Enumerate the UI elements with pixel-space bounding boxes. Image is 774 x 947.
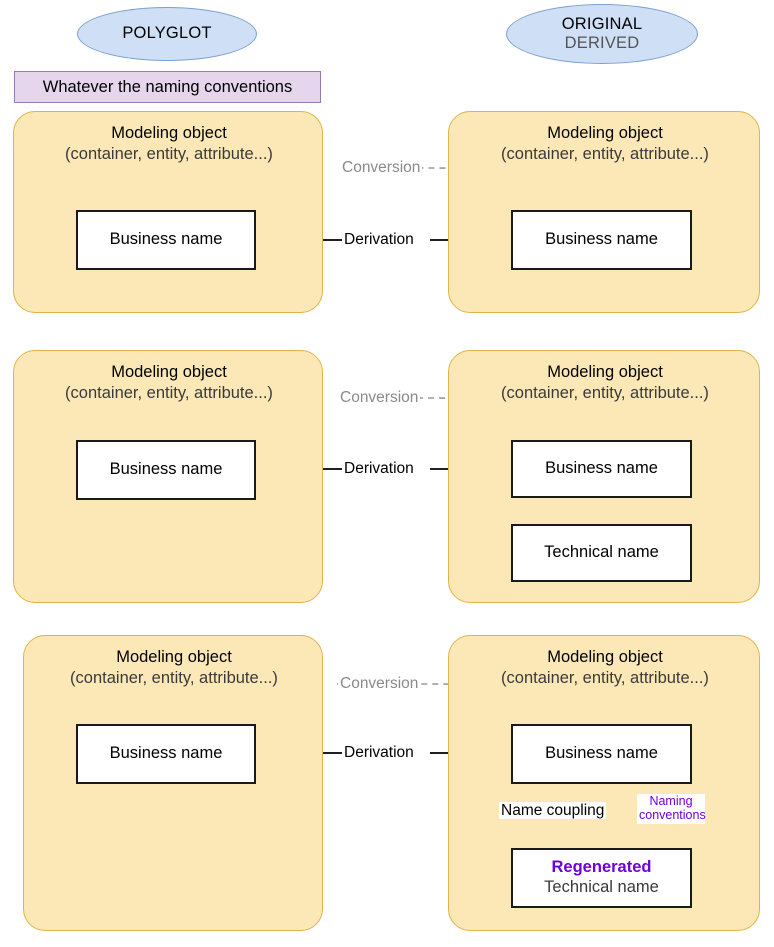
container-title-line2: (container, entity, attribute...) bbox=[501, 383, 709, 402]
business-name-label: Business name bbox=[109, 230, 223, 249]
container-title-line1: Modeling object bbox=[547, 124, 663, 142]
technical-name-box-row2-right[interactable]: Technical name bbox=[511, 524, 692, 582]
container-title-row2-right: Modeling object (container, entity, attr… bbox=[449, 362, 761, 403]
conversion-label-row2: Conversion bbox=[338, 389, 421, 407]
regenerated-label: Regenerated bbox=[551, 858, 652, 877]
technical-name-label: Technical name bbox=[544, 543, 659, 562]
business-name-label: Business name bbox=[545, 459, 658, 478]
business-name-box-row1-right[interactable]: Business name bbox=[511, 210, 692, 270]
container-title-line2: (container, entity, attribute...) bbox=[65, 144, 273, 163]
derived-label: DERIVED bbox=[564, 34, 640, 52]
business-name-label: Business name bbox=[545, 744, 658, 763]
business-name-box-row3-left[interactable]: Business name bbox=[76, 724, 256, 784]
container-title-row3-right: Modeling object (container, entity, attr… bbox=[449, 647, 761, 688]
container-title-row2-left: Modeling object (container, entity, attr… bbox=[14, 362, 324, 403]
regenerated-technical-name-box-row3-right[interactable]: Regenerated Technical name bbox=[511, 848, 692, 908]
naming-conventions-line1: Naming bbox=[649, 794, 693, 808]
container-title-line1: Modeling object bbox=[116, 648, 232, 666]
derivation-label-row1: Derivation bbox=[342, 231, 416, 249]
container-title-line2: (container, entity, attribute...) bbox=[65, 383, 273, 402]
original-derived-ellipse: ORIGINAL DERIVED bbox=[506, 4, 698, 64]
business-name-label: Business name bbox=[545, 230, 658, 249]
original-label: ORIGINAL bbox=[561, 14, 643, 33]
business-name-box-row3-right[interactable]: Business name bbox=[511, 724, 692, 784]
naming-conventions-banner: Whatever the naming conventions bbox=[14, 71, 321, 103]
polyglot-label: POLYGLOT bbox=[122, 24, 212, 43]
container-title-row1-right: Modeling object (container, entity, attr… bbox=[449, 123, 761, 164]
name-coupling-label: Name coupling bbox=[499, 802, 607, 820]
business-name-box-row1-left[interactable]: Business name bbox=[76, 210, 256, 270]
container-title-row3-left: Modeling object (container, entity, attr… bbox=[24, 647, 324, 688]
container-title-line2: (container, entity, attribute...) bbox=[501, 144, 709, 163]
derivation-label-row2: Derivation bbox=[342, 460, 416, 478]
technical-name-label: Technical name bbox=[544, 878, 659, 896]
container-title-line1: Modeling object bbox=[547, 648, 663, 666]
polyglot-ellipse: POLYGLOT bbox=[77, 7, 257, 61]
business-name-box-row2-left[interactable]: Business name bbox=[76, 440, 256, 500]
container-title-line1: Modeling object bbox=[547, 363, 663, 381]
container-title-line2: (container, entity, attribute...) bbox=[501, 668, 709, 687]
derivation-label-row3: Derivation bbox=[342, 744, 416, 762]
conversion-label-row1: Conversion bbox=[340, 159, 423, 177]
container-title-row1-left: Modeling object (container, entity, attr… bbox=[14, 123, 324, 164]
banner-label: Whatever the naming conventions bbox=[42, 77, 293, 96]
business-name-box-row2-right[interactable]: Business name bbox=[511, 440, 692, 498]
naming-conventions-line2: conventions bbox=[639, 807, 706, 822]
container-title-line1: Modeling object bbox=[111, 124, 227, 142]
business-name-label: Business name bbox=[109, 460, 223, 479]
naming-conventions-label: Naming conventions bbox=[637, 794, 706, 824]
container-title-line2: (container, entity, attribute...) bbox=[70, 668, 278, 687]
business-name-label: Business name bbox=[109, 744, 223, 763]
conversion-label-row3: Conversion bbox=[338, 675, 421, 693]
container-title-line1: Modeling object bbox=[111, 363, 227, 381]
